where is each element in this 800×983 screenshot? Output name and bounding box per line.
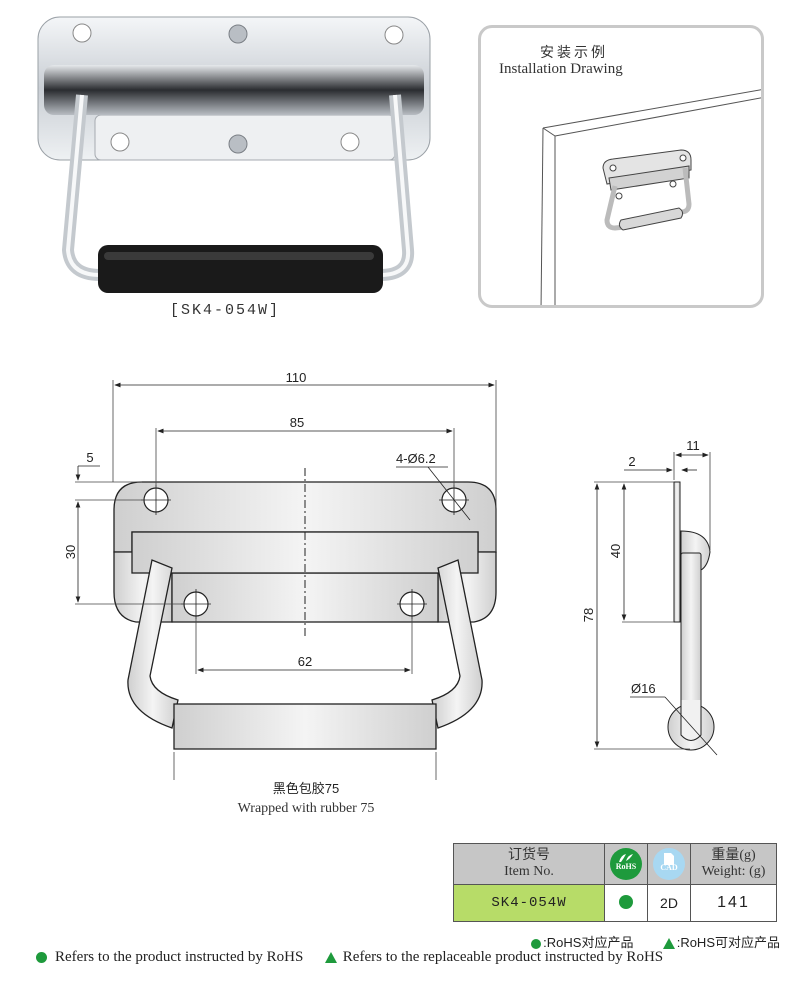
spec-table: 订货号 Item No. RoHS CAD 重量(g) Weight: (g) … xyxy=(453,843,777,922)
installation-title-en: Installation Drawing xyxy=(499,61,623,77)
dim-overall-width: 110 xyxy=(286,370,307,385)
model-caption: [SK4-054W] xyxy=(170,302,281,319)
dim-edge-offset: 5 xyxy=(86,450,93,465)
header-weight-cn: 重量(g) xyxy=(711,848,756,863)
table-row: SK4-054W 2D 141 xyxy=(453,884,777,922)
rohs-dot-icon xyxy=(36,952,47,964)
legend-cn: :RoHS对应产品 :RoHS可对应产品 xyxy=(460,932,780,951)
header-rohs: RoHS xyxy=(604,843,648,885)
rohs-leaf-icon: RoHS xyxy=(610,848,642,880)
legend-en: Refers to the product instructed by RoHS… xyxy=(36,949,663,966)
dim-hole-spacing-bottom: 62 xyxy=(298,654,312,669)
rohs-triangle-icon xyxy=(324,952,337,964)
header-weight: 重量(g) Weight: (g) xyxy=(690,843,777,885)
legend-rohs-cn: :RoHS对应产品 xyxy=(543,935,634,950)
cad-label: CAD xyxy=(660,863,678,872)
rohs-label: RoHS xyxy=(615,862,637,871)
rubber-label-cn: 黑色包胶75 xyxy=(272,781,340,796)
dim-plate-height: 40 xyxy=(608,544,623,558)
rohs-dot-icon xyxy=(531,938,542,949)
dim-depth: 11 xyxy=(686,438,700,453)
dim-overall-height: 78 xyxy=(581,608,596,622)
header-weight-en: Weight: (g) xyxy=(701,864,766,879)
dim-plate-thickness: 2 xyxy=(628,454,635,469)
dim-vertical-hole-spacing: 30 xyxy=(63,545,78,559)
dim-hole-spacing-top: 85 xyxy=(290,415,304,430)
item-no-cell: SK4-054W xyxy=(453,884,605,922)
header-item-no: 订货号 Item No. xyxy=(453,843,605,885)
dim-grip-diameter: Ø16 xyxy=(631,681,656,696)
installation-drawing-panel xyxy=(478,25,764,308)
rohs-cell xyxy=(604,884,648,922)
cad-document-icon: CAD xyxy=(653,848,685,880)
legend-rohs-en: Refers to the product instructed by RoHS xyxy=(55,949,304,965)
front-view-drawing: 110 85 4-Ø6.2 5 30 62 xyxy=(63,370,497,780)
legend-rohs-replaceable-cn: :RoHS可对应产品 xyxy=(676,935,780,950)
product-photo xyxy=(37,16,431,293)
installation-title-cn: 安装示例 xyxy=(540,44,608,60)
header-item-cn: 订货号 xyxy=(508,848,550,863)
spec-table-header: 订货号 Item No. RoHS CAD 重量(g) Weight: (g) xyxy=(453,843,777,885)
header-cad: CAD xyxy=(647,843,691,885)
dim-hole-spec: 4-Ø6.2 xyxy=(396,451,436,466)
side-view-drawing: 11 2 40 78 Ø16 xyxy=(581,438,718,756)
rohs-triangle-icon xyxy=(662,938,675,950)
rohs-compliant-dot-icon xyxy=(619,894,633,909)
installation-illustration xyxy=(540,89,761,305)
cad-cell: 2D xyxy=(647,884,691,922)
header-item-en: Item No. xyxy=(504,864,554,879)
weight-cell: 141 xyxy=(690,884,777,922)
rubber-label-en: Wrapped with rubber 75 xyxy=(237,801,375,816)
legend-rohs-replaceable-en: Refers to the replaceable product instru… xyxy=(342,949,664,965)
